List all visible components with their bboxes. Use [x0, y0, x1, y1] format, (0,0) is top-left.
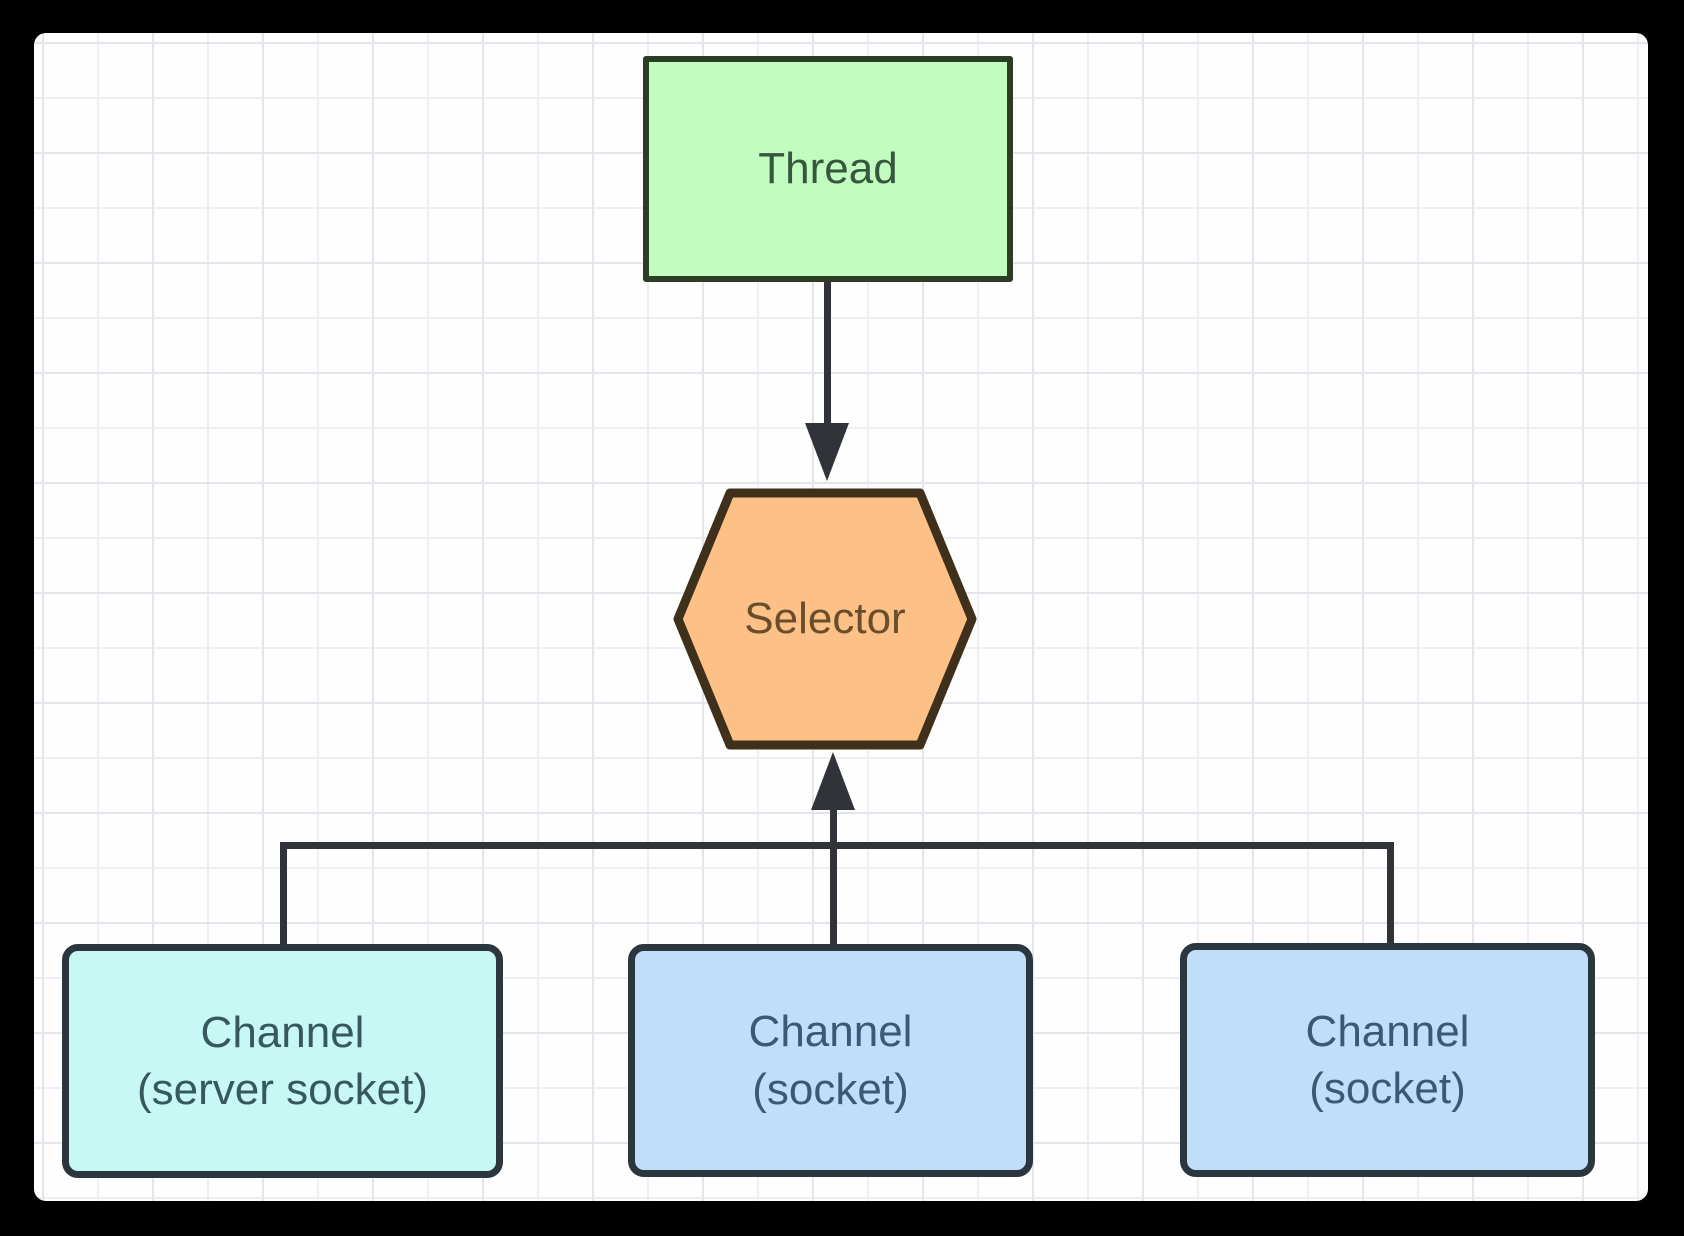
node-channel-server-socket: Channel (server socket) [62, 944, 503, 1178]
arrowhead-down-icon [805, 423, 849, 481]
diagram-canvas: Thread Selector Channel (server socket) … [34, 33, 1648, 1201]
node-selector-label: Selector [744, 594, 906, 643]
node-channel-socket-middle-label-line2: (socket) [752, 1064, 909, 1114]
node-channel-socket-right-label-line1: Channel [1305, 1006, 1470, 1056]
edge-channel-right-drop-line [1387, 842, 1394, 944]
node-channel-server-socket-label-line2: (server socket) [137, 1065, 428, 1114]
hexagon-shape [673, 488, 977, 750]
edge-thread-to-selector-line [824, 282, 831, 428]
node-selector: Selector [673, 487, 977, 751]
node-channel-socket-right: Channel (socket) [1180, 943, 1595, 1177]
node-channel-socket-middle-label-line1: Channel [748, 1007, 913, 1057]
edge-bus-to-selector-line [830, 807, 837, 944]
edge-channel-server-drop-line [280, 842, 287, 944]
node-channel-server-socket-label-line1: Channel [200, 1007, 365, 1057]
node-channel-socket-right-label-line2: (socket) [1309, 1064, 1466, 1113]
node-thread-label: Thread [758, 144, 898, 193]
node-channel-socket-middle: Channel (socket) [628, 944, 1033, 1177]
edge-channel-bus-horizontal-line [280, 842, 1394, 849]
arrowhead-up-icon [811, 752, 855, 810]
node-thread: Thread [643, 56, 1013, 282]
